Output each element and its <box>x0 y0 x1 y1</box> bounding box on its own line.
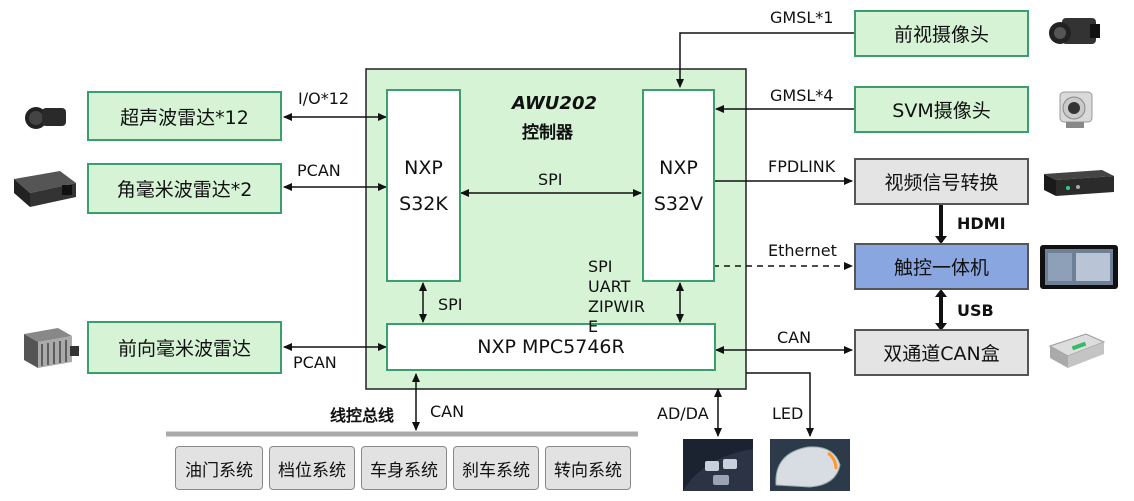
can-box: 双通道CAN盒 <box>854 329 1029 376</box>
ultrasonic-sensor-icon <box>25 107 66 129</box>
s32v-line1: NXP <box>659 156 698 179</box>
svm-camera-box: SVM摄像头 <box>854 86 1029 133</box>
body-system: 车身系统 <box>361 446 447 490</box>
gmsl1-label: GMSL*1 <box>770 8 834 27</box>
controller-name: 控制器 <box>522 123 573 143</box>
touch-panel-box: 触控一体机 <box>854 243 1029 290</box>
radar-module-icon <box>14 171 76 207</box>
ultrasonic-radar-box: 超声波雷达*12 <box>87 91 282 141</box>
mirror-led-icon <box>770 439 850 491</box>
usb-label: USB <box>957 301 994 320</box>
nxp-mpc5746r-chip: NXP MPC5746R <box>386 323 716 371</box>
gmsl1-link <box>676 32 854 88</box>
video-converter-icon <box>1044 170 1114 196</box>
s32k-line1: NXP <box>404 156 443 179</box>
brake-system: 刹车系统 <box>453 446 539 490</box>
ethernet-label: Ethernet <box>768 241 837 260</box>
touch-display-icon <box>1040 245 1118 289</box>
front-camera-box: 前视摄像头 <box>854 10 1029 57</box>
can-right-label: CAN <box>777 328 812 347</box>
steering-buttons-icon <box>683 439 753 491</box>
spi-label-h: SPI <box>538 170 563 189</box>
nxp-s32v-chip: NXP S32V <box>642 89 715 282</box>
can-bottom-label: CAN <box>430 402 465 421</box>
led-link <box>746 372 814 437</box>
camera-icon <box>1049 18 1100 44</box>
s32k-line2: S32K <box>399 192 448 215</box>
led-label: LED <box>772 404 804 423</box>
spi-uart-zipwire-label: SPI UART ZIPWIR E <box>588 257 645 336</box>
video-converter-box: 视频信号转换 <box>854 158 1029 205</box>
svm-camera-icon <box>1059 91 1093 128</box>
can-box-icon <box>1048 333 1106 368</box>
io-label: I/O*12 <box>298 89 350 108</box>
front-radar-icon <box>24 328 79 368</box>
pcan-label-2: PCAN <box>293 353 337 372</box>
nxp-s32k-chip: NXP S32K <box>386 89 461 282</box>
throttle-system: 油门系统 <box>175 446 263 490</box>
corner-radar-box: 角毫米波雷达*2 <box>87 163 282 214</box>
hdmi-label: HDMI <box>957 214 1006 233</box>
controller-model: AWU202 <box>512 93 597 114</box>
s32v-line2: S32V <box>653 192 704 215</box>
pcan-label-1: PCAN <box>297 161 341 180</box>
fpdlink-label: FPDLINK <box>768 157 836 176</box>
gmsl4-label: GMSL*4 <box>770 86 834 105</box>
steering-system: 转向系统 <box>545 446 631 490</box>
wire-bus-label: 线控总线 <box>330 406 395 425</box>
gear-system: 档位系统 <box>269 446 355 490</box>
spi-label-v: SPI <box>438 295 463 314</box>
front-radar-box: 前向毫米波雷达 <box>87 321 282 374</box>
adda-label: AD/DA <box>657 404 709 423</box>
